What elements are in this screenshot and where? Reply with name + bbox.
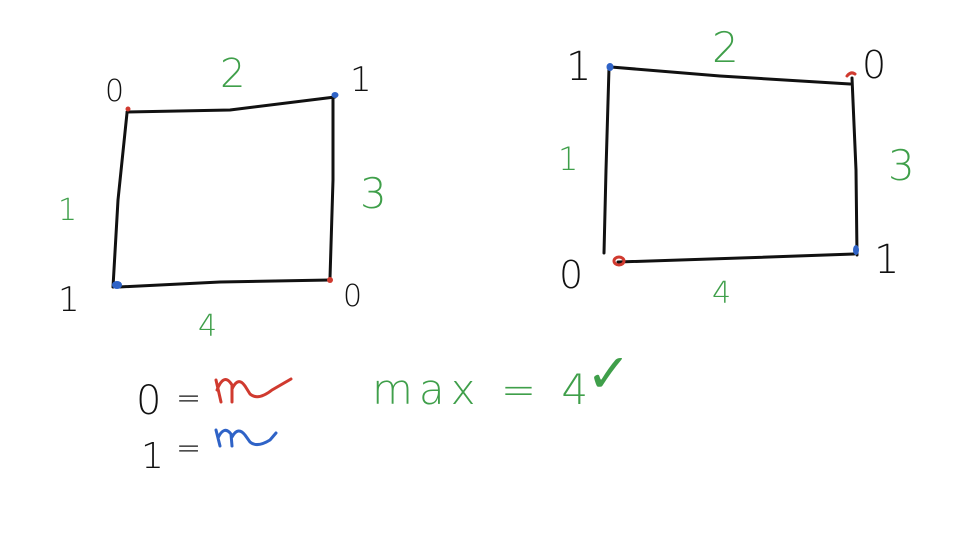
left-square: 0 1 0 1 2 3 4 1 bbox=[58, 51, 387, 344]
result-annotation: max = 4 ✓ bbox=[372, 342, 631, 414]
left-square-edge-bottom bbox=[117, 278, 332, 289]
right-square-edge-right bbox=[850, 76, 859, 257]
left-corner-dot-top-left bbox=[125, 106, 131, 112]
right-corner-label-bottom-left: 0 bbox=[559, 253, 583, 297]
legend-one-key: 1 bbox=[141, 436, 164, 477]
left-corner-dot-bottom-left bbox=[112, 281, 122, 289]
right-square-edge-top bbox=[609, 65, 852, 86]
right-corner-label-top-left: 1 bbox=[566, 44, 591, 90]
right-corner-dot-top-right bbox=[845, 71, 857, 78]
result-check-mark: ✓ bbox=[586, 342, 631, 405]
left-corner-label-bottom-right: 0 bbox=[343, 279, 362, 314]
right-square-edge-left bbox=[602, 66, 611, 255]
left-corner-dot-top-right bbox=[331, 92, 339, 98]
legend-zero-key: 0 bbox=[136, 378, 161, 424]
legend-one-equals: = bbox=[176, 431, 201, 466]
legend-zero-equals: = bbox=[176, 381, 201, 416]
left-corner-dot-bottom-right bbox=[327, 277, 333, 283]
right-edge-label-right: 3 bbox=[888, 141, 915, 190]
legend-zero-red-scribble bbox=[214, 377, 293, 404]
left-edge-label-bottom: 4 bbox=[198, 309, 217, 344]
left-square-edge-top bbox=[125, 95, 337, 114]
left-edge-label-right: 3 bbox=[360, 169, 387, 218]
right-edge-label-bottom: 4 bbox=[712, 276, 731, 311]
legend-one-blue-scribble bbox=[214, 428, 278, 448]
right-corner-dot-bottom-left bbox=[612, 255, 626, 267]
right-corner-dot-top-left bbox=[606, 63, 614, 71]
result-max-text: max = 4 bbox=[372, 365, 594, 414]
left-edge-label-top: 2 bbox=[220, 51, 245, 97]
right-edge-label-top: 2 bbox=[712, 23, 739, 72]
left-corner-label-top-left: 0 bbox=[105, 74, 124, 109]
left-corner-label-top-right: 1 bbox=[350, 60, 372, 100]
right-corner-dot-bottom-right bbox=[853, 245, 859, 255]
left-square-edge-left bbox=[111, 111, 129, 289]
right-corner-label-bottom-right: 1 bbox=[874, 237, 899, 283]
color-legend: 0 = 1 = bbox=[136, 377, 293, 477]
right-corner-label-top-right: 0 bbox=[862, 43, 886, 87]
right-square-edge-bottom bbox=[616, 252, 856, 264]
right-edge-label-left: 1 bbox=[558, 140, 578, 178]
left-square-edge-right bbox=[328, 95, 335, 280]
left-corner-label-bottom-left: 1 bbox=[58, 280, 80, 320]
left-edge-label-left: 1 bbox=[58, 193, 77, 228]
right-square: 1 0 1 0 2 3 4 1 bbox=[558, 23, 915, 311]
